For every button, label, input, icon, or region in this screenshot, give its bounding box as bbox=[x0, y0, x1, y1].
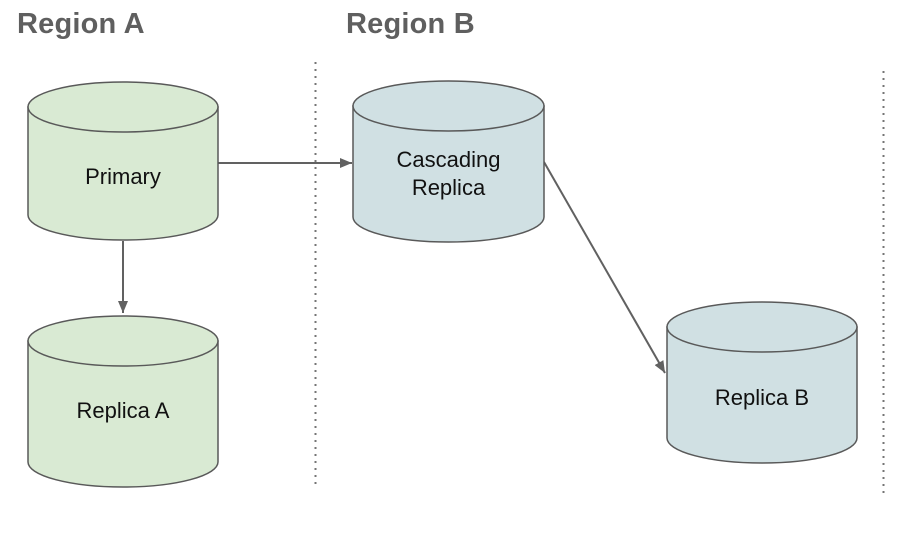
replica-a-cylinder-body bbox=[27, 340, 219, 488]
replica-a-cylinder-top bbox=[27, 315, 219, 367]
primary-cylinder-top bbox=[27, 81, 219, 133]
primary-cylinder-body bbox=[27, 106, 219, 241]
edge-cascading-replica-to-replica-b-arrow bbox=[543, 161, 666, 374]
replica-b-cylinder-body bbox=[666, 326, 858, 464]
cascading-replica-cylinder-top bbox=[352, 80, 545, 132]
node-primary bbox=[27, 81, 219, 241]
node-replica-a bbox=[27, 315, 219, 488]
region-a-heading: Region A bbox=[17, 8, 145, 40]
region-b-heading: Region B bbox=[346, 8, 475, 40]
node-cascading-replica bbox=[352, 80, 545, 243]
replica-b-cylinder-top bbox=[666, 301, 858, 353]
node-replica-b bbox=[666, 301, 858, 464]
cascading-replica-cylinder-body bbox=[352, 105, 545, 243]
